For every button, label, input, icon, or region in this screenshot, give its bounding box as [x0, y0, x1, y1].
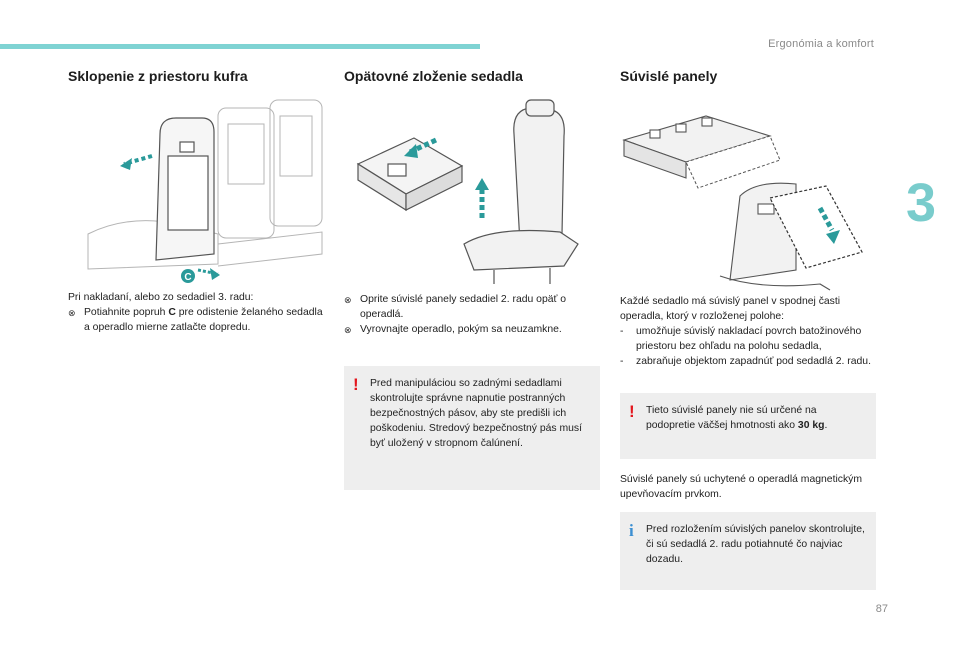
chapter-number: 3	[905, 173, 936, 233]
header-accent-bar	[0, 44, 480, 49]
list-item: - umožňuje súvislý nakladací povrch bato…	[620, 326, 862, 352]
column-continuous-panels: Súvislé panely Každé sedadlo má súvislý …	[620, 62, 876, 590]
callout-label-c: C	[184, 272, 191, 283]
list-item: ⊗ Potiahnite popruh C pre odistenie žela…	[68, 307, 323, 333]
intro-text: Pri nakladaní, alebo zo sedadiel 3. radu…	[68, 292, 254, 303]
panel-attachment-text: Súvislé panely sú uchytené o operadlá ma…	[620, 474, 863, 500]
seat-fold-illustration: C	[87, 99, 323, 283]
intro-text: Každé sedadlo má súvislý panel v spodnej…	[620, 296, 841, 322]
list-item: ⊗ Oprite súvislé panely sedadiel 2. radu…	[344, 294, 567, 320]
info-icon: i	[629, 521, 634, 540]
bullet-marker: ⊗	[68, 308, 76, 318]
warning-icon: !	[353, 375, 359, 394]
continuous-panel-illustration	[622, 115, 863, 291]
warning-text: Tieto súvislé panely nie sú určené na po…	[646, 405, 828, 431]
warning-box: ! Pred manipuláciou so zadnými sedadlami…	[344, 366, 600, 490]
warning-icon: !	[629, 402, 635, 421]
warning-text: Pred manipuláciou so zadnými sedadlami s…	[370, 378, 582, 449]
seat-refold-illustration	[356, 99, 579, 284]
section-header: Ergonómia a komfort	[768, 38, 874, 50]
info-text: Pred rozložením súvislých panelov skontr…	[646, 524, 865, 565]
section-title: Súvislé panely	[620, 68, 718, 84]
list-item: - zabraňuje objektom zapadnúť pod sedadl…	[620, 356, 871, 367]
warning-box: ! Tieto súvislé panely nie sú určené na …	[620, 393, 876, 459]
column-refold-seat: Opätovné zloženie sedadla ⊗ Oprite súvis…	[344, 62, 600, 490]
column-fold-from-boot: Sklopenie z priestoru kufra C Pri naklad…	[68, 62, 326, 335]
list-item: ⊗ Vyrovnajte operadlo, pokým sa neuzamkn…	[344, 324, 562, 335]
info-box: i Pred rozložením súvislých panelov skon…	[620, 512, 876, 590]
section-title: Sklopenie z priestoru kufra	[68, 68, 248, 84]
page-number: 87	[875, 603, 888, 615]
section-title: Opätovné zloženie sedadla	[344, 68, 523, 84]
